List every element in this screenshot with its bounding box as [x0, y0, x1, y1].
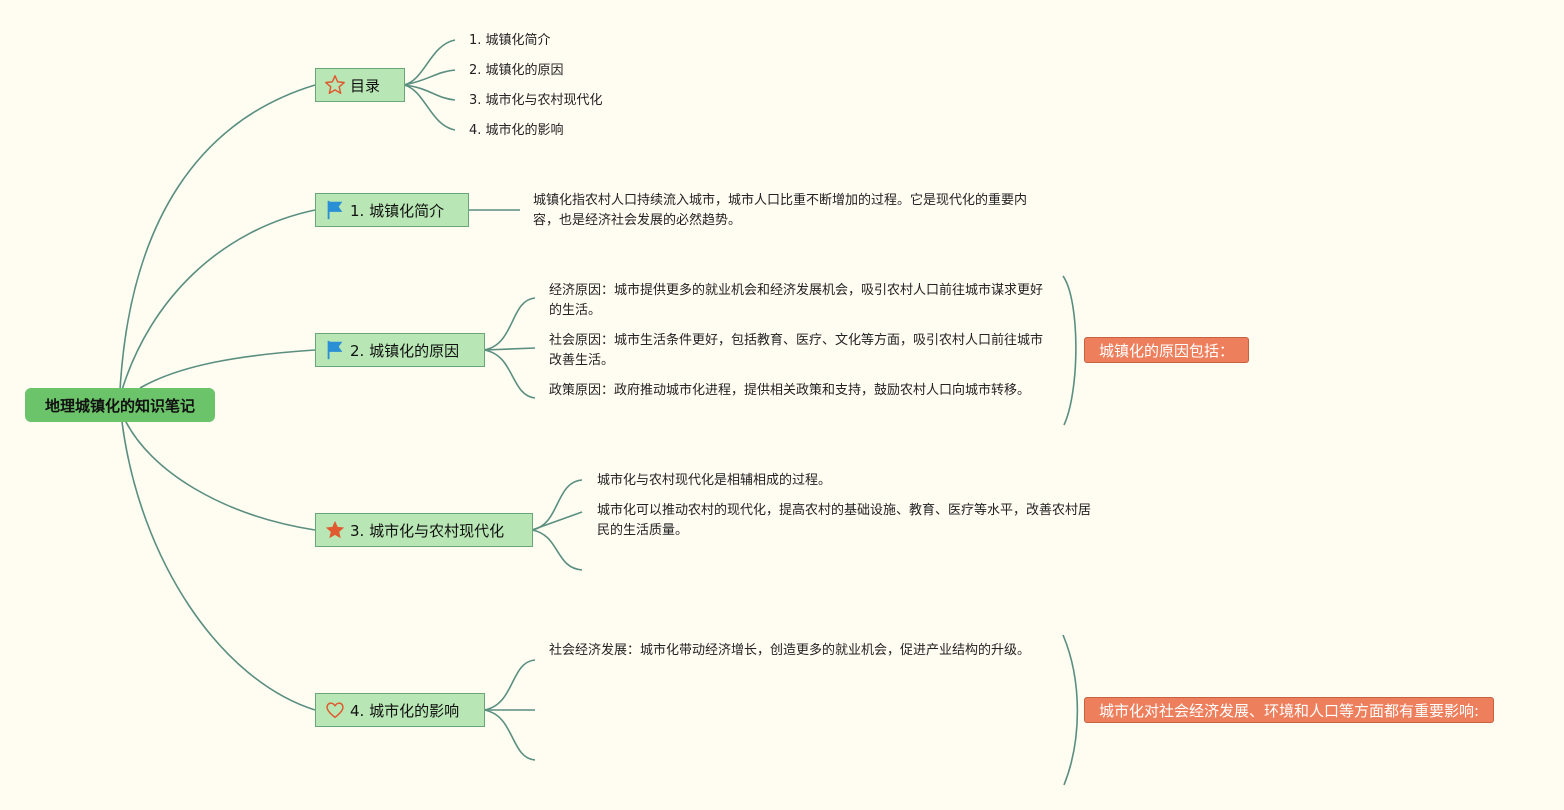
star-outline-icon — [324, 74, 346, 96]
cause-economic[interactable]: 经济原因：城市提供更多的就业机会和经济发展机会，吸引农村人口前往城市谋求更好的生… — [549, 283, 1044, 318]
toc-item-3[interactable]: 3. 城市化与农村现代化 — [469, 93, 603, 108]
central-topic[interactable]: 地理城镇化的知识笔记 — [25, 388, 215, 422]
toc-item-1[interactable]: 1. 城镇化简介 — [469, 33, 551, 48]
topic-intro-label: 1. 城镇化简介 — [350, 201, 445, 220]
rural-item-2[interactable]: 城市化可以推动农村的现代化，提高农村的基础设施、教育、医疗等水平，改善农村居民的… — [597, 503, 1092, 538]
impact-summary[interactable]: 城市化对社会经济发展、环境和人口等方面都有重要影响: — [1084, 697, 1495, 723]
rural-item-1[interactable]: 城市化与农村现代化是相辅相成的过程。 — [597, 473, 832, 488]
star-filled-icon — [324, 519, 346, 541]
topic-impact[interactable]: 4. 城市化的影响 — [315, 693, 485, 727]
toc-item-4[interactable]: 4. 城市化的影响 — [469, 123, 564, 138]
topic-toc[interactable]: 目录 — [315, 68, 405, 102]
topic-rural-label: 3. 城市化与农村现代化 — [350, 521, 505, 540]
topic-causes-label: 2. 城镇化的原因 — [350, 341, 460, 360]
topic-toc-label: 目录 — [350, 76, 381, 95]
causes-summary-label: 城镇化的原因包括： — [1099, 341, 1235, 360]
cause-social[interactable]: 社会原因：城市生活条件更好，包括教育、医疗、文化等方面，吸引农村人口前往城市改善… — [549, 333, 1044, 368]
cause-policy[interactable]: 政策原因：政府推动城市化进程，提供相关政策和支持，鼓励农村人口向城市转移。 — [549, 383, 1031, 398]
impact-socioeconomic[interactable]: 社会经济发展：城市化带动经济增长，创造更多的就业机会，促进产业结构的升级。 — [549, 643, 1031, 658]
topic-intro[interactable]: 1. 城镇化简介 — [315, 193, 469, 227]
flag-icon — [324, 339, 346, 361]
topic-causes[interactable]: 2. 城镇化的原因 — [315, 333, 485, 367]
topic-rural-modernization[interactable]: 3. 城市化与农村现代化 — [315, 513, 533, 547]
flag-icon — [324, 199, 346, 221]
impact-summary-label: 城市化对社会经济发展、环境和人口等方面都有重要影响: — [1099, 701, 1480, 720]
central-topic-label: 地理城镇化的知识笔记 — [44, 396, 195, 415]
heart-outline-icon — [324, 699, 346, 721]
intro-text[interactable]: 城镇化指农村人口持续流入城市，城市人口比重不断增加的过程。它是现代化的重要内容，… — [533, 193, 1028, 228]
toc-item-2[interactable]: 2. 城镇化的原因 — [469, 63, 564, 78]
causes-summary[interactable]: 城镇化的原因包括： — [1084, 337, 1250, 363]
topic-impact-label: 4. 城市化的影响 — [350, 701, 460, 720]
